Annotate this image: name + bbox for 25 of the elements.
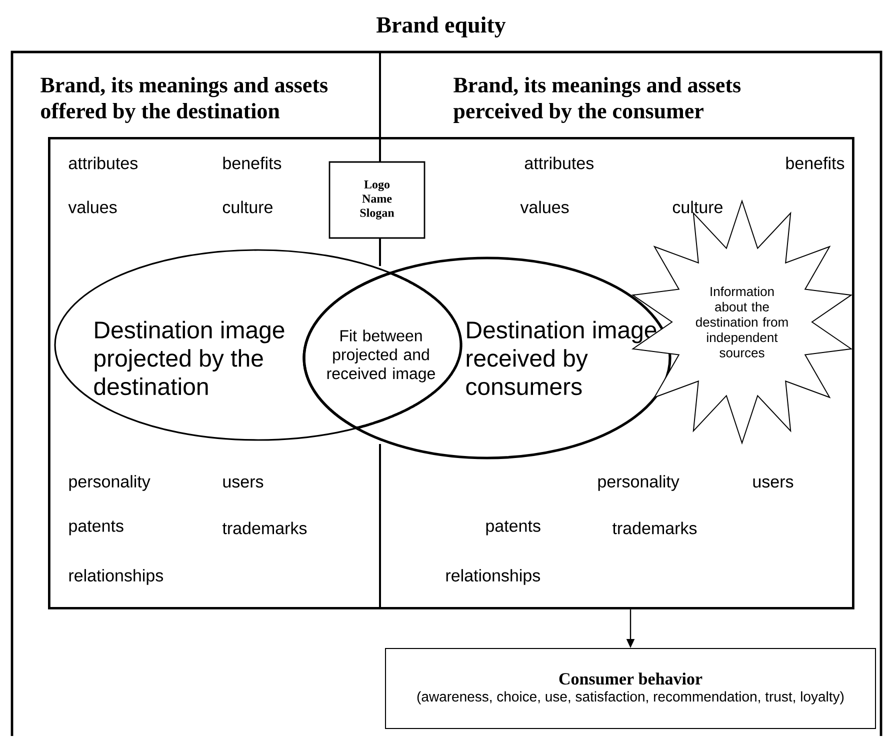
item-label: values	[68, 200, 117, 214]
item-label: benefits	[786, 156, 844, 170]
item-label: users	[223, 478, 264, 488]
item-label: personality	[69, 475, 150, 491]
item-label: benefits	[223, 156, 282, 170]
item-label: attributes	[68, 156, 138, 170]
item-label: trademarks	[612, 522, 697, 534]
result-box: Consumer behavior (awareness, choice, use, satisfaction, recommendation, trust, loyalty)	[385, 648, 876, 729]
inner-box	[48, 137, 854, 610]
item-label: values	[520, 200, 569, 214]
item-label: trademarks	[222, 522, 307, 534]
item-label: patents	[486, 520, 540, 536]
item-label: personality	[598, 475, 680, 491]
caption-box: Logo Name Slogan	[328, 161, 426, 239]
overlap-lens: Fit between projected and received image	[302, 272, 462, 429]
column-heading: Brand, its meanings and assets perceived by the consumer	[454, 77, 741, 123]
item-label: patents	[69, 520, 124, 536]
item-label: relationships	[69, 569, 164, 585]
item-label: culture	[222, 200, 272, 214]
item-label: culture	[672, 200, 722, 214]
title: Brand equity	[376, 16, 506, 38]
item-label: users	[753, 478, 794, 488]
column-heading: Brand, its meanings and assets offered by the destination	[40, 77, 328, 123]
item-label: attributes	[524, 156, 594, 170]
item-label: relationships	[446, 569, 540, 585]
